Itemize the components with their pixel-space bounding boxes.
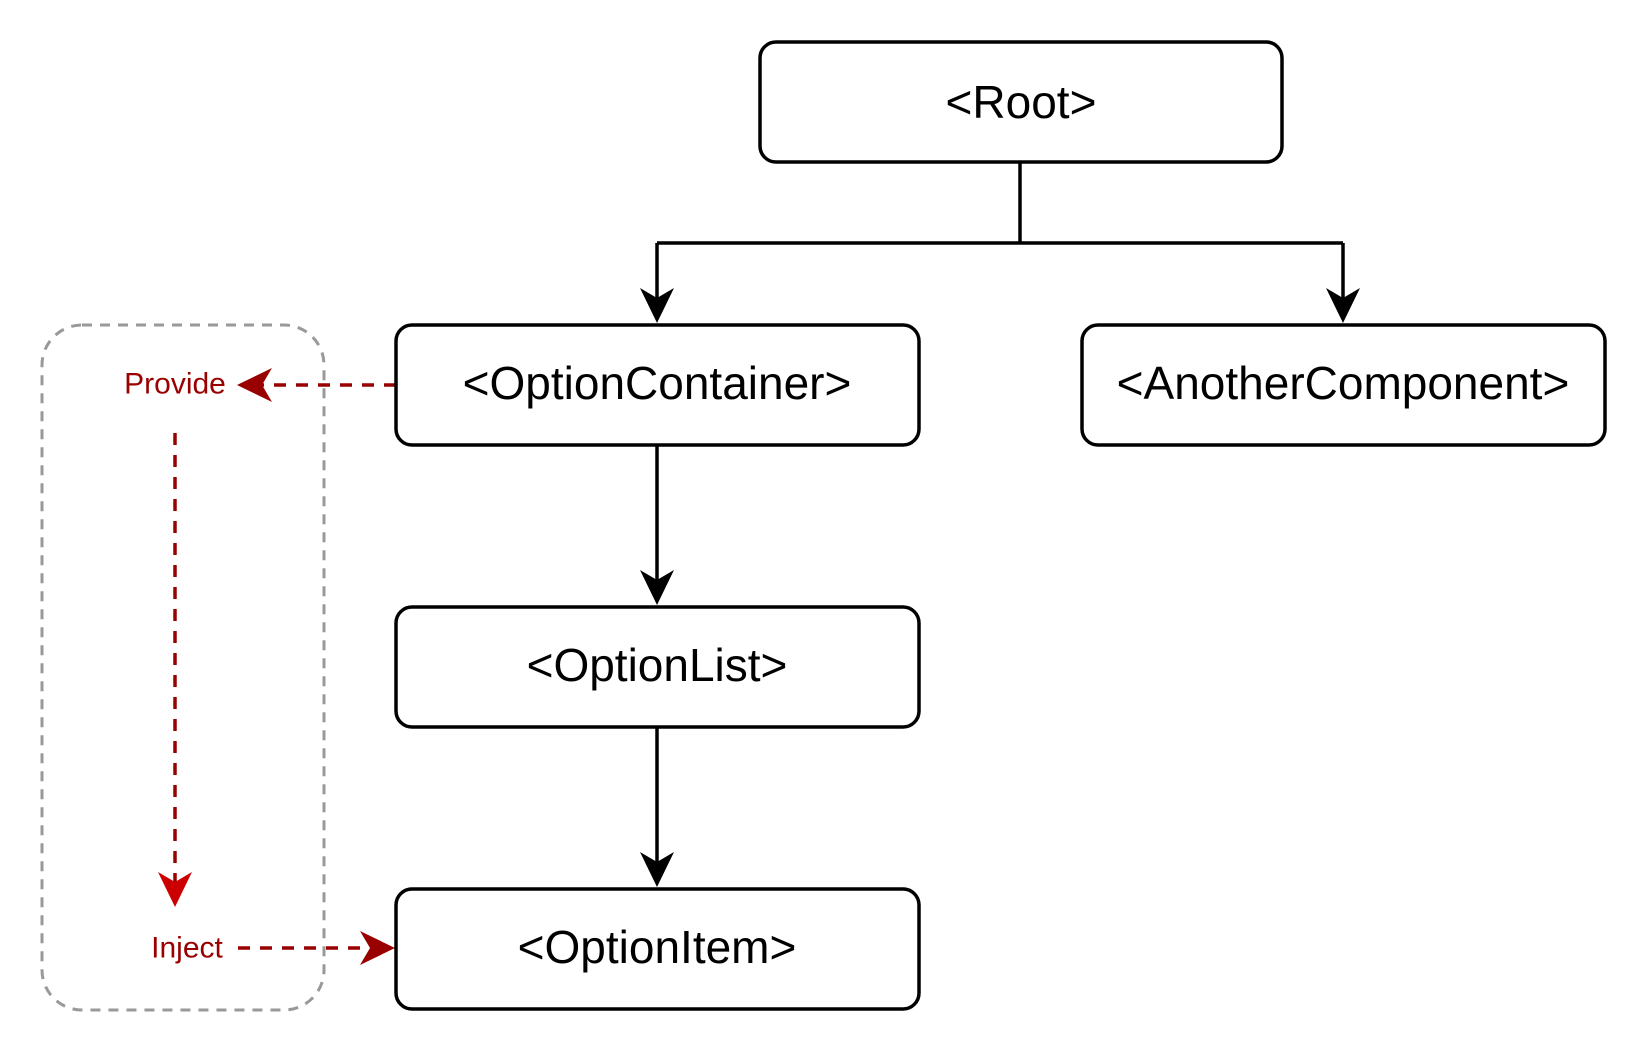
provide-inject-edges: [173, 383, 396, 950]
arrowhead-inject-down: [158, 872, 192, 907]
provide-inject-group: [40, 323, 326, 1012]
node-option-list[interactable]: <OptionList>: [394, 605, 921, 729]
arrowhead-provide: [237, 368, 272, 402]
node-root[interactable]: <Root>: [758, 40, 1284, 164]
provide-inject-arrowheads: [158, 368, 395, 965]
provide-label: Provide: [124, 368, 226, 401]
node-option-list-box: [394, 605, 921, 729]
node-another-component-label: <AnotherComponent>: [1117, 357, 1570, 409]
tree-edges: [655, 162, 1345, 864]
inject-label: Inject: [151, 932, 223, 965]
node-option-item-box: [394, 887, 921, 1011]
tree-arrowheads: [640, 288, 1360, 887]
node-option-container-box: [394, 323, 921, 447]
node-option-list-label: <OptionList>: [527, 639, 788, 691]
node-another-component-box: [1080, 323, 1607, 447]
arrowhead-inject-right: [360, 931, 395, 965]
node-another-component[interactable]: <AnotherComponent>: [1080, 323, 1607, 447]
node-root-label: <Root>: [946, 76, 1097, 128]
arrowhead-option-item: [640, 852, 674, 887]
arrowhead-option-container: [640, 288, 674, 323]
arrowhead-option-list: [640, 570, 674, 605]
node-option-item-label: <OptionItem>: [518, 921, 797, 973]
node-option-item[interactable]: <OptionItem>: [394, 887, 921, 1011]
node-root-box: [758, 40, 1284, 164]
node-option-container[interactable]: <OptionContainer>: [394, 323, 921, 447]
arrowhead-another-component: [1326, 288, 1360, 323]
node-option-container-label: <OptionContainer>: [463, 357, 852, 409]
